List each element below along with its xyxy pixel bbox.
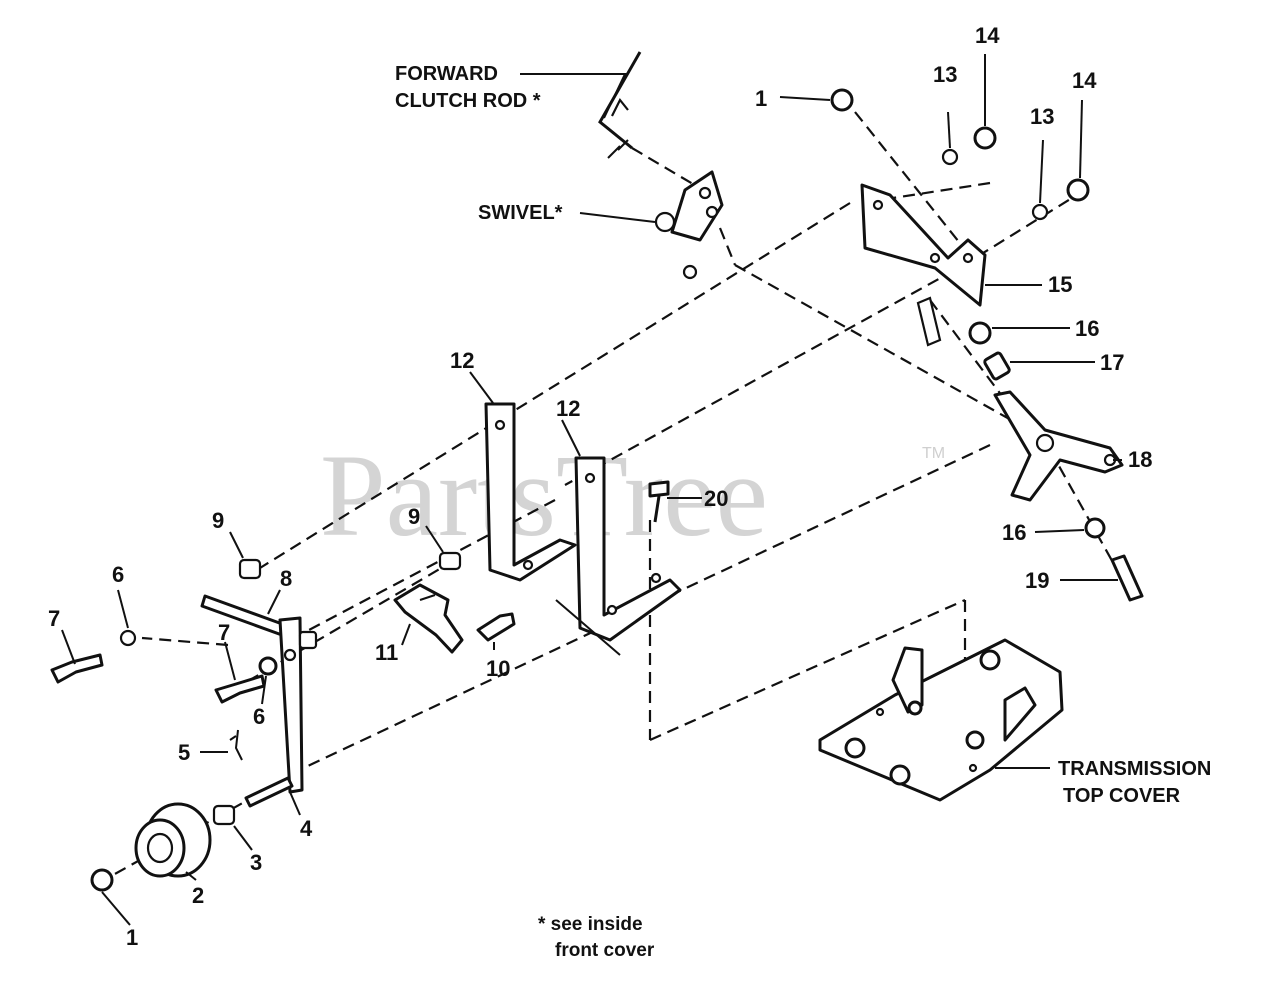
callout-9-a: 9 [212, 508, 224, 533]
transmission-top-cover [818, 638, 1064, 802]
callout-20: 20 [704, 486, 728, 511]
callout-7-b: 7 [218, 620, 230, 645]
spacer-9-b [438, 551, 462, 571]
callout-18: 18 [1128, 447, 1152, 472]
bolt-10 [476, 612, 516, 642]
callout-4: 4 [300, 816, 313, 841]
nut-1-bottom [90, 868, 114, 892]
hardware-top-right [830, 88, 1090, 381]
forward-clutch-rod-label-line2: CLUTCH ROD * [395, 90, 541, 112]
callout-numbers: 1 13 14 13 14 15 16 17 18 16 19 12 12 20… [48, 23, 1152, 950]
washer-13-a [941, 148, 959, 166]
callout-6-b: 6 [253, 704, 265, 729]
swivel-part [654, 170, 724, 280]
callout-12-a: 12 [450, 348, 474, 373]
callout-11: 11 [375, 640, 398, 665]
watermark-trademark: TM [922, 445, 945, 462]
bolt-20 [648, 480, 670, 523]
bolt-top [916, 296, 942, 347]
callout-1-bottom: 1 [126, 925, 138, 950]
nut-14-a [973, 126, 997, 150]
watermark-text: PartsTree [320, 430, 768, 561]
nut-16-b [1084, 517, 1106, 539]
spacer-17 [983, 351, 1011, 381]
forward-clutch-rod [598, 51, 642, 159]
callout-13-a: 13 [933, 62, 957, 87]
bolt-19 [1110, 554, 1144, 602]
nut-14-b [1066, 178, 1090, 202]
text-labels: FORWARD CLUTCH ROD * SWIVEL* TRANSMISSIO… [395, 63, 1211, 961]
footnote-line1: * see inside [538, 914, 643, 935]
footnote-line2: front cover [555, 940, 655, 961]
bracket-15 [860, 183, 987, 307]
arm-4 [244, 616, 318, 808]
spring-8 [200, 594, 287, 637]
lever-18 [993, 390, 1144, 602]
callout-16-a: 16 [1075, 316, 1099, 341]
callout-15: 15 [1048, 272, 1072, 297]
bolt-7-b [214, 674, 266, 704]
callout-5: 5 [178, 740, 190, 765]
callout-2: 2 [192, 883, 204, 908]
bracket-11 [393, 583, 516, 654]
bolt-7-a [50, 653, 104, 684]
swivel-label: SWIVEL* [478, 202, 563, 224]
transmission-top-cover-label-line2: TOP COVER [1063, 785, 1181, 807]
clip-5 [229, 729, 243, 761]
spacer-3 [212, 804, 236, 826]
callout-13-b: 13 [1030, 104, 1054, 129]
callout-10: 10 [486, 656, 510, 681]
washer-6-a [119, 629, 137, 647]
callout-7-a: 7 [48, 606, 60, 631]
callout-1-top: 1 [755, 86, 767, 111]
callout-17: 17 [1100, 350, 1124, 375]
brackets-12 [484, 402, 682, 656]
nut-1-top [830, 88, 854, 112]
callout-14-b: 14 [1072, 68, 1097, 93]
callout-16-b: 16 [1002, 520, 1026, 545]
pulley-assembly [90, 802, 236, 892]
spacer-9-a [238, 558, 262, 580]
callout-9-b: 9 [408, 504, 420, 529]
washer-6-b [258, 656, 278, 676]
callout-19: 19 [1025, 568, 1049, 593]
leader-lines [61, 54, 1122, 926]
callout-12-b: 12 [556, 396, 580, 421]
callout-3: 3 [250, 850, 262, 875]
forward-clutch-rod-label-line1: FORWARD [395, 63, 498, 85]
callout-6-a: 6 [112, 562, 124, 587]
washer-13-b [1031, 203, 1049, 221]
callout-14-a: 14 [975, 23, 1000, 48]
nut-16-a [968, 321, 992, 345]
transmission-top-cover-label-line1: TRANSMISSION [1058, 758, 1211, 780]
callout-8: 8 [280, 566, 292, 591]
